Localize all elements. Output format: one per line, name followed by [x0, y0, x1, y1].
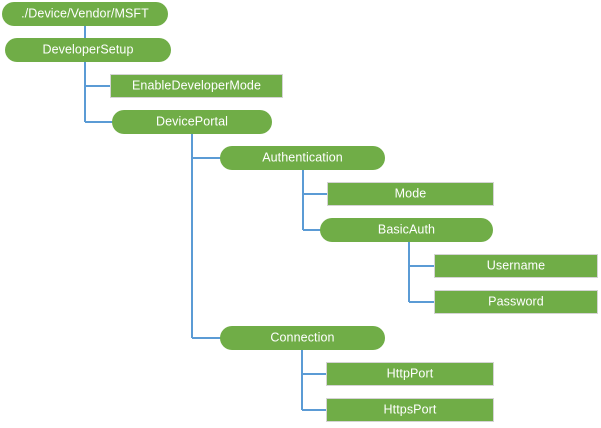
node-enable-developer-mode[interactable]: EnableDeveloperMode — [110, 74, 283, 98]
node-authentication[interactable]: Authentication — [220, 146, 385, 170]
node-root[interactable]: ./Device/Vendor/MSFT — [2, 2, 168, 26]
node-label: DevicePortal — [155, 114, 229, 129]
node-developer-setup[interactable]: DeveloperSetup — [5, 38, 171, 62]
node-device-portal[interactable]: DevicePortal — [112, 110, 272, 134]
node-label: DeveloperSetup — [42, 42, 134, 57]
node-label: Authentication — [262, 150, 343, 165]
node-https-port[interactable]: HttpsPort — [326, 398, 494, 422]
node-label: Username — [486, 258, 546, 273]
node-label: Password — [488, 294, 544, 309]
node-label: BasicAuth — [377, 222, 436, 237]
node-connection[interactable]: Connection — [220, 326, 385, 350]
node-label: HttpPort — [386, 366, 434, 381]
node-http-port[interactable]: HttpPort — [326, 362, 494, 386]
node-label: EnableDeveloperMode — [131, 78, 262, 93]
node-label: Mode — [394, 186, 427, 201]
node-label: HttpsPort — [383, 402, 437, 417]
node-password[interactable]: Password — [434, 290, 598, 314]
node-username[interactable]: Username — [434, 254, 598, 278]
node-label: Connection — [270, 330, 335, 345]
node-basic-auth[interactable]: BasicAuth — [320, 218, 493, 242]
node-label: ./Device/Vendor/MSFT — [21, 6, 149, 21]
node-mode[interactable]: Mode — [327, 182, 494, 206]
